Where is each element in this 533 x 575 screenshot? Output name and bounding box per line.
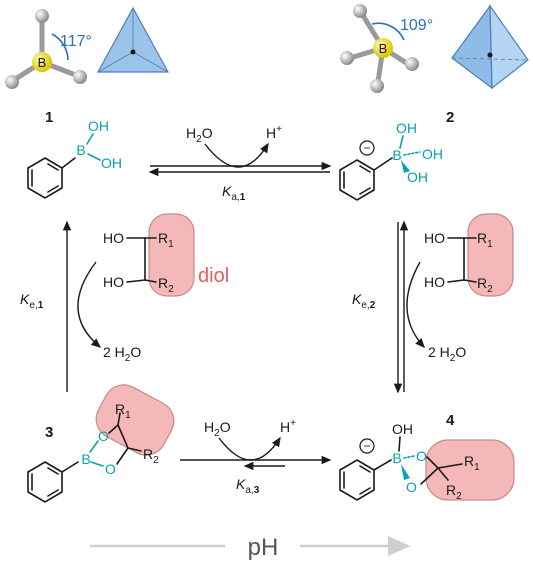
oh-4: OH [392,421,413,437]
r1-right: R1 [477,230,493,250]
r1-left: R1 [158,230,174,250]
oh-2a: OH [396,120,417,136]
ho-left-top: HO [103,230,124,246]
compound-4-number: 4 [446,412,455,429]
r2-left: R2 [158,275,174,295]
o-3a: O [98,428,109,444]
diol-right: HO HO R1 R2 [424,213,514,297]
trigonal-angle: 117° [60,33,92,50]
tetrahedral-angle: 109° [400,17,433,34]
h2o-reagent-bottom: H2O [204,419,231,439]
equilibrium-ka1: H2O H+ Ka,1 [148,124,332,203]
boron-4: B [392,450,401,466]
compound-2: 2 − B OH OH OH [339,109,454,201]
diol-box-3 [95,384,175,456]
o-4b: O [406,479,417,495]
boron-label: B [38,55,47,70]
triangle-shape [96,6,170,73]
equilibrium-ke2: Ke,2 2 H2O [352,220,466,394]
boron-3: B [81,451,90,467]
r1-4: R1 [464,453,480,473]
ph-label: pH [248,534,279,561]
charge-2: − [363,141,370,155]
o-4a: O [416,448,427,464]
r1-3: R1 [115,401,131,421]
water-right: 2 H2O [428,344,466,364]
r2-4: R2 [446,482,462,502]
boron-label-2: B [379,41,388,56]
tetrahedron-shape [451,4,529,90]
ka3-label: Ka,3 [236,476,260,496]
h-plus-bottom: H+ [280,418,296,435]
ho-right-bottom: HO [424,274,445,290]
ka1-label: Ka,1 [222,183,246,203]
compound-1: 1 B OH OH [27,109,122,199]
compound-1-number: 1 [45,109,53,126]
diol-box-right [467,213,514,297]
diol-box-left [148,213,195,297]
h-plus-top: H+ [266,124,282,141]
boron-1: B [76,142,85,158]
o-3b: O [105,461,116,477]
r2-right: R2 [477,275,493,295]
ph-gradient-arrow: pH [90,534,411,561]
oh-1b: OH [101,155,122,171]
equilibrium-ke1: Ke,1 2 H2O [20,220,141,392]
compound-4: 4 − B OH O O R1 R2 [339,412,515,502]
boron-2: B [392,147,401,163]
r2-3: R2 [143,446,159,466]
oh-2b: OH [422,146,443,162]
compound-3: 3 B O O R1 R2 [27,384,175,503]
tetrahedral-boron-model: B 109° [340,4,433,93]
boron-atom [32,52,52,72]
water-left: 2 H2O [103,344,141,364]
compound-2-number: 2 [446,109,454,126]
equilibrium-ka3: H2O H+ Ka,3 [180,418,332,496]
compound-3-number: 3 [45,424,53,441]
oh-2c: OH [407,169,428,185]
ke1-label: Ke,1 [20,291,44,311]
diol-box-4 [425,439,515,501]
ke2-label: Ke,2 [352,291,376,311]
charge-4: − [363,439,370,453]
ho-right-top: HO [424,230,445,246]
boron-atom-2 [373,38,393,58]
diol-label: diol [198,265,229,287]
trigonal-boron-model: B 117° [5,9,92,89]
oh-1a: OH [88,118,109,134]
ho-left-bottom: HO [103,274,124,290]
diol-left: HO HO R1 R2 diol [103,213,229,297]
h2o-reagent-top: H2O [186,125,213,145]
